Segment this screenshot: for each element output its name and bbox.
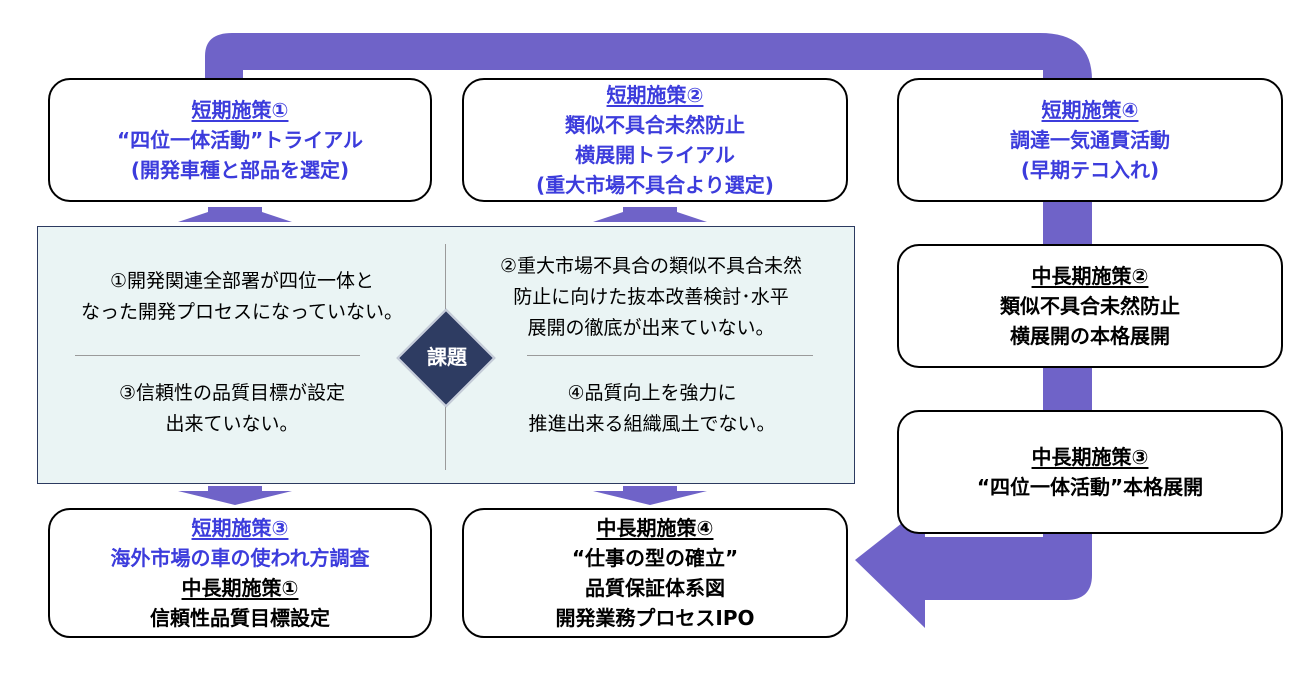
short-term-measure-4-box: 短期施策④ 調達一気通貫活動 (早期テコ入れ) bbox=[897, 78, 1283, 202]
mid-long-term-measure-4-line3: 開発業務プロセスIPO bbox=[555, 606, 755, 630]
mid-long-term-measure-4-line1: “仕事の型の確立” bbox=[571, 546, 739, 570]
short-term-measure-1-line2: (開発車種と部品を選定) bbox=[130, 158, 350, 182]
loop-arrow bbox=[205, 33, 1092, 628]
short-term-measure-2-line3: (重大市場不具合より選定) bbox=[536, 173, 774, 197]
issues-center-label: 課題 bbox=[427, 345, 467, 369]
mid-long-term-measure-3-line1: “四位一体活動”本格展開 bbox=[976, 475, 1204, 499]
issue-4-line1: ④品質向上を強力に bbox=[567, 382, 737, 404]
mid-long-term-measure-4-box: 中長期施策④ “仕事の型の確立” 品質保証体系図 開発業務プロセスIPO bbox=[462, 508, 848, 638]
mid-long-term-measure-4-line2: 品質保証体系図 bbox=[585, 576, 725, 600]
issue-2: ②重大市場不具合の類似不具合未然 防止に向けた抜本改善検討･水平 展開の徹底が出… bbox=[455, 251, 847, 344]
issue-2-line3: 展開の徹底が出来ていない。 bbox=[527, 317, 775, 339]
issue-3-line2: 出来ていない。 bbox=[165, 413, 299, 435]
short-term-measure-2-box: 短期施策② 類似不具合未然防止 横展開トライアル (重大市場不具合より選定) bbox=[462, 78, 848, 202]
short-term-measure-3-box: 短期施策③ 海外市場の車の使われ方調査 中長期施策① 信頼性品質目標設定 bbox=[48, 508, 432, 638]
short-term-measure-1-title: 短期施策① bbox=[191, 98, 289, 122]
up-arrow-short2 bbox=[593, 207, 707, 222]
short-term-measure-2-line2: 横展開トライアル bbox=[575, 143, 735, 167]
short-term-measure-1-line1: “四位一体活動”トライアル bbox=[116, 128, 364, 152]
issue-3: ③信頼性の品質目標が設定 出来ていない。 bbox=[62, 378, 402, 440]
short-term-measure-4-title: 短期施策④ bbox=[1041, 98, 1139, 122]
down-arrow-mid4 bbox=[593, 486, 707, 505]
mid-long-term-measure-2-box: 中長期施策② 類似不具合未然防止 横展開の本格展開 bbox=[897, 244, 1283, 368]
up-arrow-short1 bbox=[178, 207, 292, 222]
short-term-measure-4-line1: 調達一気通貫活動 bbox=[1010, 128, 1170, 152]
issue-1-line2: なった開発プロセスになっていない。 bbox=[80, 301, 404, 323]
divider-right bbox=[527, 355, 813, 356]
issue-4: ④品質向上を強力に 推進出来る組織風土でない。 bbox=[482, 378, 822, 440]
mid-long-term-measure-3-box: 中長期施策③ “四位一体活動”本格展開 bbox=[897, 410, 1283, 534]
short-term-measure-2-title: 短期施策② bbox=[606, 83, 704, 107]
mid-long-term-measure-2-title: 中長期施策② bbox=[1031, 264, 1149, 288]
issue-1-line1: ①開発関連全部署が四位一体と bbox=[109, 270, 375, 292]
mid-long-term-measure-1-title: 中長期施策① bbox=[181, 576, 299, 600]
divider-bottom bbox=[445, 400, 446, 470]
mid-long-term-measure-1-line1: 信頼性品質目標設定 bbox=[150, 606, 330, 630]
issue-4-line2: 推進出来る組織風土でない。 bbox=[528, 413, 776, 435]
mid-long-term-measure-2-line2: 横展開の本格展開 bbox=[1010, 324, 1170, 348]
issue-3-line1: ③信頼性の品質目標が設定 bbox=[118, 382, 346, 404]
short-term-measure-3-title: 短期施策③ bbox=[191, 516, 289, 540]
divider-left bbox=[75, 355, 360, 356]
mid-long-term-measure-4-title: 中長期施策④ bbox=[596, 516, 714, 540]
short-term-measure-1-box: 短期施策① “四位一体活動”トライアル (開発車種と部品を選定) bbox=[48, 78, 432, 202]
divider-top bbox=[445, 244, 446, 316]
mid-long-term-measure-2-line1: 類似不具合未然防止 bbox=[1000, 294, 1180, 318]
issue-2-line2: 防止に向けた抜本改善検討･水平 bbox=[513, 286, 789, 308]
issue-2-line1: ②重大市場不具合の類似不具合未然 bbox=[499, 255, 803, 277]
mid-long-term-measure-3-title: 中長期施策③ bbox=[1031, 445, 1149, 469]
short-term-measure-2-line1: 類似不具合未然防止 bbox=[565, 113, 745, 137]
short-term-measure-3-line1: 海外市場の車の使われ方調査 bbox=[110, 546, 370, 570]
short-term-measure-4-line2: (早期テコ入れ) bbox=[1020, 158, 1160, 182]
issue-1: ①開発関連全部署が四位一体と なった開発プロセスになっていない。 bbox=[62, 266, 422, 328]
down-arrow-short3 bbox=[178, 486, 292, 505]
